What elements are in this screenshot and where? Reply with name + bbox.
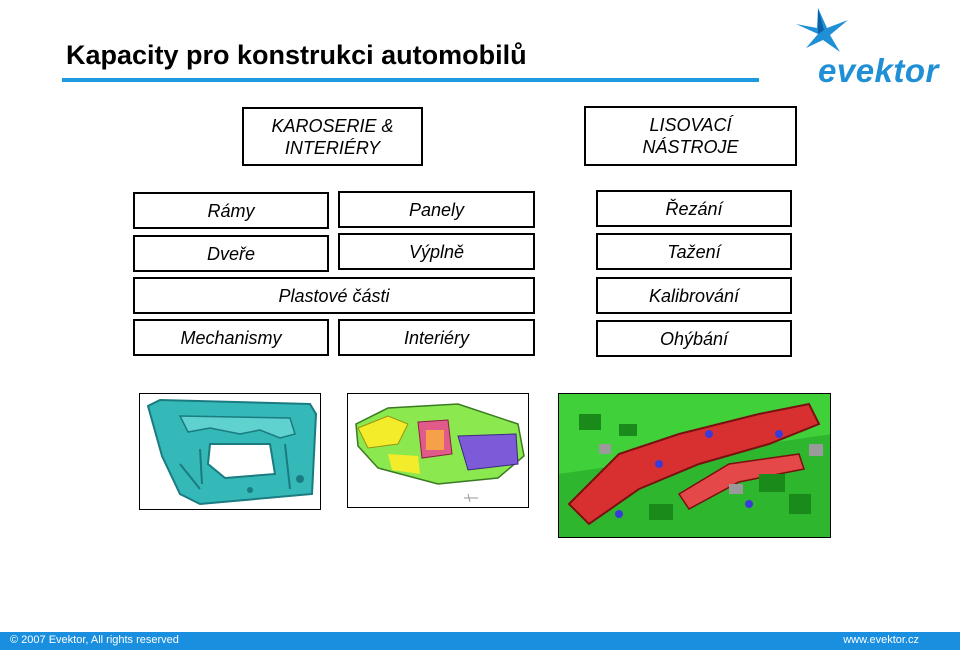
header-lisovaci: LISOVACÍ NÁSTROJE <box>584 106 797 166</box>
footer-copyright: © 2007 Evektor, All rights reserved <box>10 634 179 646</box>
door-panel-image <box>139 393 321 510</box>
item-panely: Panely <box>338 191 535 228</box>
evektor-star-icon <box>796 8 848 52</box>
evektor-logo-text: evektor <box>818 52 939 89</box>
item-rezani: Řezání <box>596 190 792 227</box>
item-kalibrovani: Kalibrování <box>596 277 792 314</box>
item-tazeni: Tažení <box>596 233 792 270</box>
dashboard-image <box>347 393 529 508</box>
page-title: Kapacity pro konstrukci automobilů <box>66 40 527 70</box>
footer-bar: © 2007 Evektor, All rights reserved www.… <box>0 632 960 650</box>
header-lisovaci-line1: LISOVACÍ <box>649 115 732 135</box>
item-interiery: Interiéry <box>338 319 535 356</box>
header-lisovaci-line2: NÁSTROJE <box>642 137 739 157</box>
header-karoserie-line1: KAROSERIE & <box>271 115 394 136</box>
header-karoserie-line2: INTERIÉRY <box>284 137 381 158</box>
item-mechanismy: Mechanismy <box>133 319 329 356</box>
footer-website-link[interactable]: www.evektor.cz <box>843 634 919 646</box>
item-dvere: Dveře <box>133 235 329 272</box>
item-vyplne: Výplně <box>338 233 535 270</box>
header-karoserie: KAROSERIE & INTERIÉRY <box>242 107 423 166</box>
item-ramy: Rámy <box>133 192 329 229</box>
title-underline <box>62 78 759 82</box>
stamping-tool-image <box>558 393 831 538</box>
item-ohybani: Ohýbání <box>596 320 792 357</box>
item-plastove-casti: Plastové části <box>133 277 535 314</box>
